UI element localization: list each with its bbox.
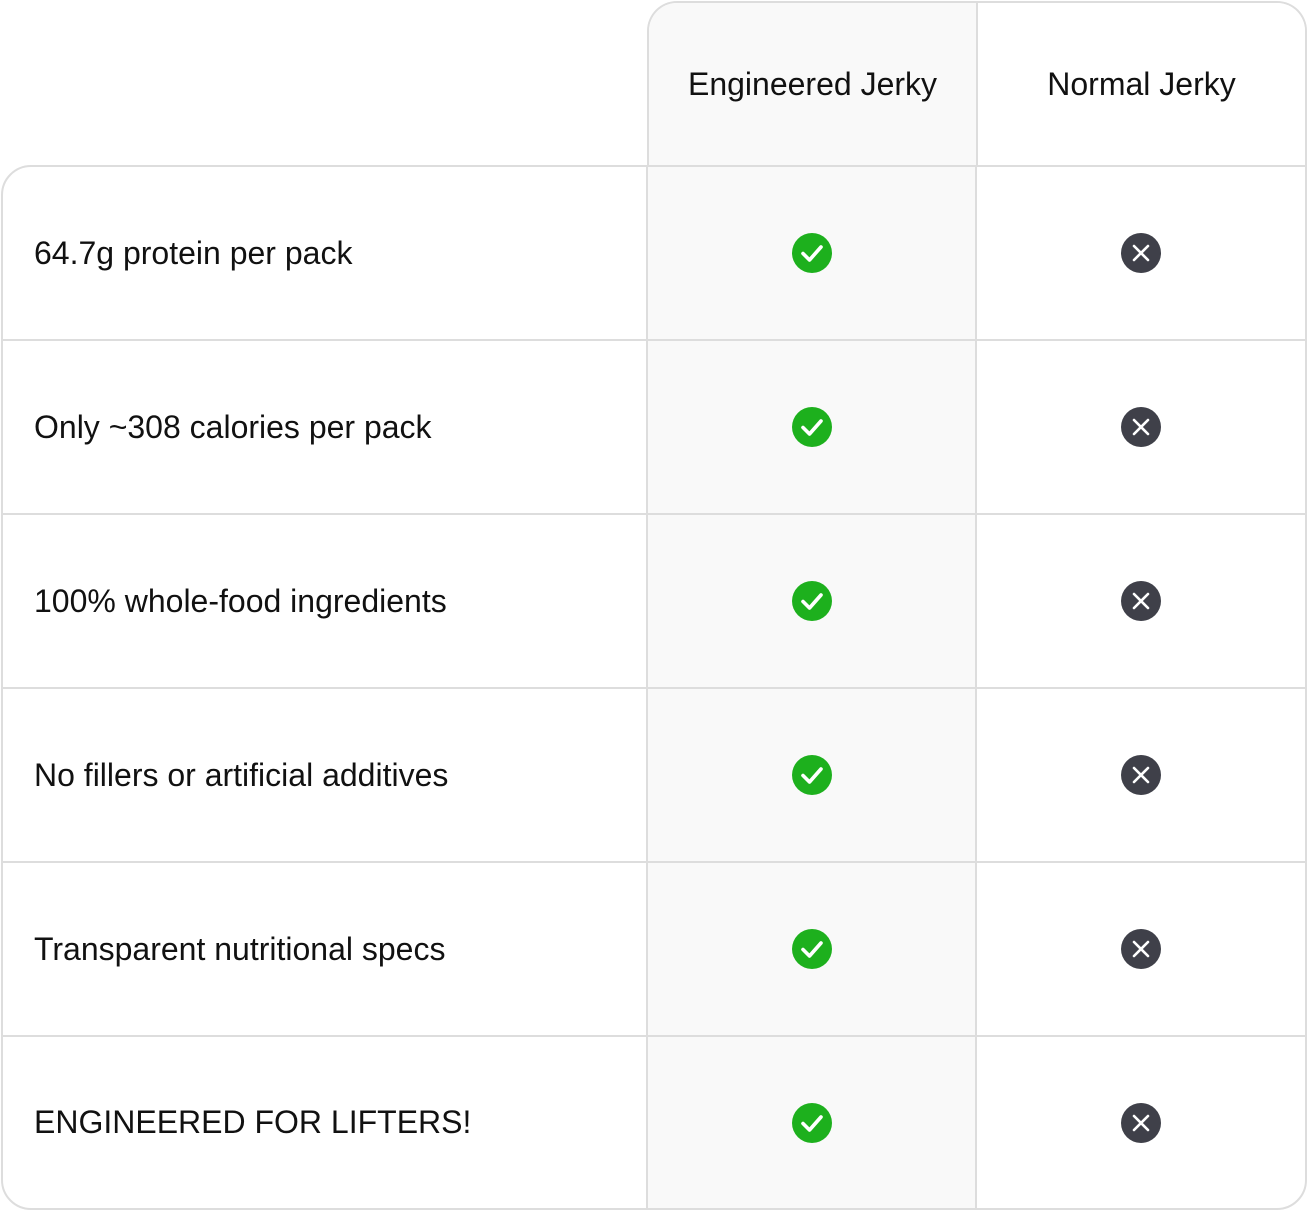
engineered-cell — [648, 1037, 977, 1208]
table-row: Only ~308 calories per pack — [3, 341, 1305, 515]
check-circle-icon — [791, 233, 832, 273]
engineered-cell — [648, 863, 977, 1035]
engineered-cell — [648, 341, 977, 513]
feature-label: ENGINEERED FOR LIFTERS! — [3, 1037, 648, 1208]
x-circle-icon — [1121, 407, 1161, 447]
feature-label: 100% whole-food ingredients — [3, 515, 648, 687]
table-body: 64.7g protein per pack Only ~308 calorie… — [1, 165, 1307, 1210]
normal-cell — [977, 341, 1305, 513]
normal-cell — [977, 167, 1305, 339]
table-row: 100% whole-food ingredients — [3, 515, 1305, 689]
normal-cell — [977, 689, 1305, 861]
x-circle-icon — [1121, 233, 1161, 273]
x-circle-icon — [1121, 581, 1161, 621]
normal-cell — [977, 1037, 1305, 1208]
check-circle-icon — [791, 407, 832, 447]
check-circle-icon — [791, 1102, 832, 1143]
column-header-engineered-jerky: Engineered Jerky — [649, 3, 978, 166]
check-circle-icon — [791, 581, 832, 621]
engineered-cell — [648, 167, 977, 339]
x-circle-icon — [1121, 755, 1161, 795]
check-circle-icon — [791, 929, 832, 969]
normal-cell — [977, 515, 1305, 687]
column-header-normal-jerky: Normal Jerky — [978, 3, 1305, 166]
table-header: Engineered Jerky Normal Jerky — [647, 1, 1307, 166]
table-row: Transparent nutritional specs — [3, 863, 1305, 1037]
feature-label: Only ~308 calories per pack — [3, 341, 648, 513]
feature-label: 64.7g protein per pack — [3, 167, 648, 339]
x-circle-icon — [1121, 929, 1161, 969]
table-row: No fillers or artificial additives — [3, 689, 1305, 863]
table-row: 64.7g protein per pack — [3, 167, 1305, 341]
feature-label: No fillers or artificial additives — [3, 689, 648, 861]
feature-label: Transparent nutritional specs — [3, 863, 648, 1035]
table-row: ENGINEERED FOR LIFTERS! — [3, 1037, 1305, 1208]
x-circle-icon — [1121, 1102, 1161, 1143]
engineered-cell — [648, 515, 977, 687]
normal-cell — [977, 863, 1305, 1035]
check-circle-icon — [791, 755, 832, 795]
engineered-cell — [648, 689, 977, 861]
